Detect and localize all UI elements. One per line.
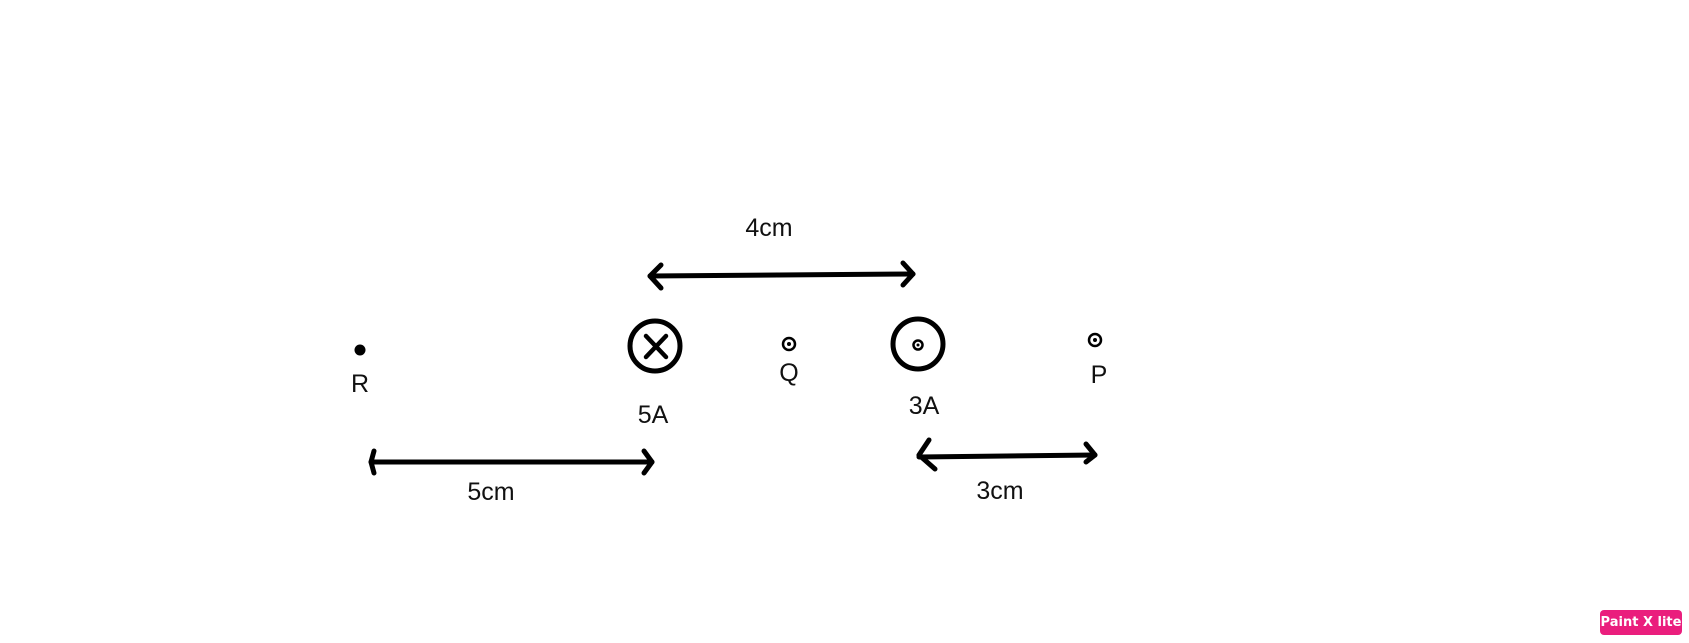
left-wire-current-label: 5A [638, 401, 669, 429]
point-q-label: Q [779, 359, 798, 387]
point-r-dot [354, 344, 366, 356]
distance-arrow-top [647, 260, 916, 291]
right-wire-current-label: 3A [909, 392, 940, 420]
distance-arrow-bottom-left [368, 448, 655, 476]
wire-into-page-icon [627, 318, 683, 374]
point-r-label: R [351, 370, 369, 398]
point-q-dot [781, 336, 797, 352]
distance-label-bottom-left: 5cm [467, 478, 514, 506]
paint-x-lite-watermark-badge: Paint X lite [1600, 610, 1682, 635]
distance-arrow-bottom-right [916, 437, 1098, 472]
distance-label-bottom-right: 3cm [976, 477, 1023, 505]
point-p-label: P [1091, 361, 1108, 389]
wire-out-of-page-icon [890, 316, 946, 372]
point-p-dot [1087, 332, 1103, 348]
distance-label-top: 4cm [745, 214, 792, 242]
